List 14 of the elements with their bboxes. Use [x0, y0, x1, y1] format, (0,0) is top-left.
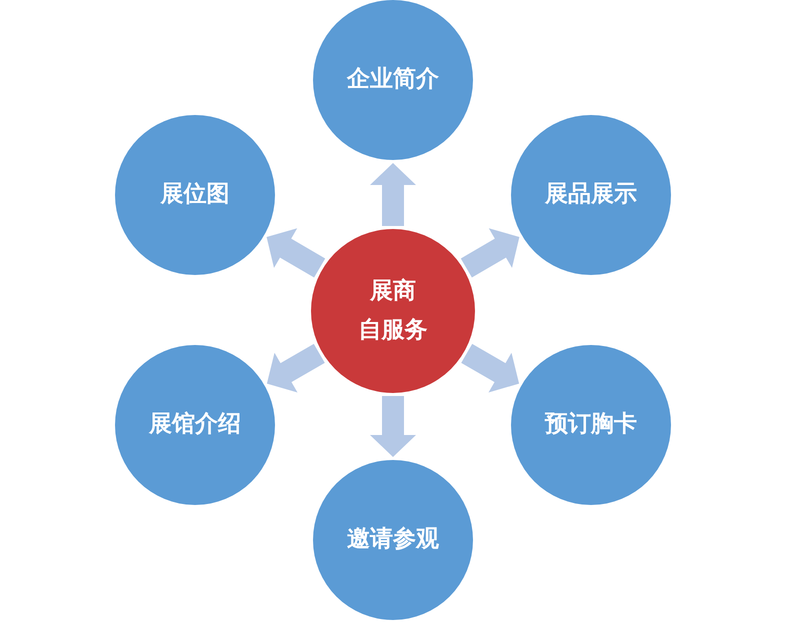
block-arrow — [370, 396, 416, 457]
circle-label: 展位图 — [160, 180, 230, 210]
circle-label: 展馆介绍 — [149, 410, 241, 440]
circle-label: 企业简介 — [347, 65, 439, 94]
circle-label: 自服务 — [358, 316, 428, 345]
circle-label: 预订胸卡 — [545, 410, 637, 440]
block-arrow — [266, 344, 325, 392]
circle-label: 展品展示 — [545, 180, 637, 210]
block-arrow — [461, 344, 520, 392]
circle-label: 邀请参观 — [347, 525, 439, 554]
block-arrow — [266, 228, 326, 278]
block-arrow — [460, 228, 520, 278]
circle-label: 展商 — [370, 276, 416, 306]
block-arrow — [370, 163, 416, 226]
